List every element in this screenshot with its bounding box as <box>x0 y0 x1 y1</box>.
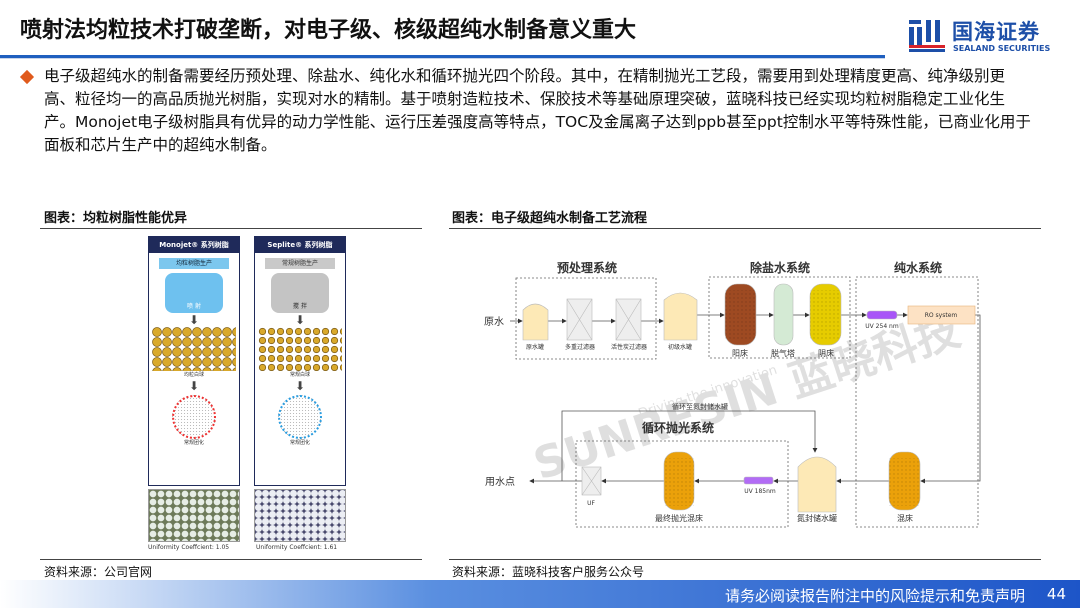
monojet-func-caption: 常规团化 <box>183 440 204 446</box>
monojet-microscope-photo <box>148 489 240 542</box>
title-divider <box>0 55 885 58</box>
seplite-panel: Seplite® 系列树脂 常规树脂生产 搅 拌 ⬇ 常规白球 ⬇ 常规团化 <box>254 236 346 486</box>
figure-left-title: 图表：均粒树脂性能优异 <box>44 211 188 226</box>
monojet-panel: Monojet® 系列树脂 均粒树脂生产 喷 射 ⬇ 均粒白球 ⬇ 常规团化 <box>148 236 240 486</box>
seplite-tag: 常规树脂生产 <box>265 258 335 269</box>
uv185-lamp <box>743 476 774 485</box>
desalt-box <box>708 276 851 359</box>
section-pure: 纯水系统 <box>894 260 942 275</box>
label-uv185: UV 185nm <box>744 488 776 495</box>
down-arrow-icon: ⬇ <box>188 313 200 327</box>
label-degas: 脱气塔 <box>771 348 795 358</box>
uv254-lamp <box>866 310 898 320</box>
label-uf: UF <box>587 500 595 507</box>
figure-right-divider <box>449 228 1041 229</box>
raw-tank <box>522 303 549 341</box>
primary-tank <box>663 292 698 341</box>
pure-water-box <box>855 276 979 528</box>
label-use-point: 用水点 <box>485 476 515 488</box>
uniform-beads-image <box>152 327 236 371</box>
label-raw-water: 原水 <box>484 316 504 328</box>
label-uv254: UV 254 nm <box>865 323 899 330</box>
seplite-microscope-photo <box>254 489 346 542</box>
source-divider-left <box>40 559 422 560</box>
n2-tank <box>797 456 837 513</box>
body-paragraph: 电子级超纯水的制备需要经历预处理、除盐水、纯化水和循环抛光四个阶段。其中，在精制… <box>44 67 1031 154</box>
label-anion: 阴床 <box>818 348 834 358</box>
section-pre: 预处理系统 <box>557 260 617 275</box>
seplite-uniformity: Uniformity Coeffcient: 1.61 <box>256 544 338 551</box>
seplite-func-caption: 常规团化 <box>289 440 310 446</box>
pre-treatment-box <box>515 277 657 360</box>
label-cation: 阳床 <box>732 348 748 358</box>
degas-tower <box>773 283 794 346</box>
footer-bar <box>0 580 1080 608</box>
figure-right-title: 图表：电子级超纯水制备工艺流程 <box>452 211 648 226</box>
monojet-tag: 均粒树脂生产 <box>159 258 229 269</box>
monojet-beads-caption: 均粒白球 <box>183 372 204 378</box>
section-desalt: 除盐水系统 <box>750 260 810 275</box>
label-carbon-filter: 活性炭过滤器 <box>611 343 647 351</box>
label-primary-tank: 初级水罐 <box>668 343 692 351</box>
figure-left-divider <box>40 228 422 229</box>
down-arrow-icon: ⬇ <box>294 313 306 327</box>
title-divider-shadow <box>0 58 885 59</box>
down-arrow-icon: ⬇ <box>294 379 306 393</box>
logo-text-en: SEALAND SECURITIES <box>953 44 1051 53</box>
seplite-beads-caption: 常规白球 <box>289 372 310 378</box>
sealand-logo: 国海证券 SEALAND SECURITIES <box>908 16 1068 58</box>
monojet-uniformity: Uniformity Coeffcient: 1.05 <box>148 544 230 551</box>
seplite-bead-cross-section <box>278 395 322 439</box>
figure-left-source: 资料来源：公司官网 <box>44 565 153 579</box>
down-arrow-icon: ⬇ <box>188 379 200 393</box>
ro-system <box>907 305 976 325</box>
seplite-header: Seplite® 系列树脂 <box>255 237 345 253</box>
label-ro: RO system <box>925 312 958 319</box>
label-n2-tank: 氮封储水罐 <box>797 513 837 523</box>
irregular-beads-image <box>258 327 342 371</box>
section-polish: 循环抛光系统 <box>642 420 714 435</box>
label-loop: 循环至氮封储水罐 <box>672 402 728 411</box>
figure-right-source: 资料来源：蓝晓科技客户服务公众号 <box>452 565 645 579</box>
sealand-logo-icon <box>909 20 945 52</box>
source-divider-right <box>449 559 1041 560</box>
label-multi-filter: 多重过滤器 <box>565 343 595 351</box>
polish-box <box>575 440 789 528</box>
jet-machine: 喷 射 <box>165 273 223 313</box>
page-number: 44 <box>1046 585 1066 603</box>
label-final-bed: 最终抛光混床 <box>655 513 703 523</box>
monojet-bead-cross-section <box>172 395 216 439</box>
logo-text-cn: 国海证券 <box>952 20 1040 44</box>
monojet-header: Monojet® 系列树脂 <box>149 237 239 253</box>
label-raw-tank: 原水罐 <box>526 343 544 351</box>
label-mixed-bed: 混床 <box>897 513 913 523</box>
page-title: 喷射法均粒技术打破垄断，对电子级、核级超纯水制备意义重大 <box>20 18 637 43</box>
footer-disclaimer: 请务必阅读报告附注中的风险提示和免责声明 <box>724 587 1025 605</box>
stir-machine: 搅 拌 <box>271 273 329 313</box>
